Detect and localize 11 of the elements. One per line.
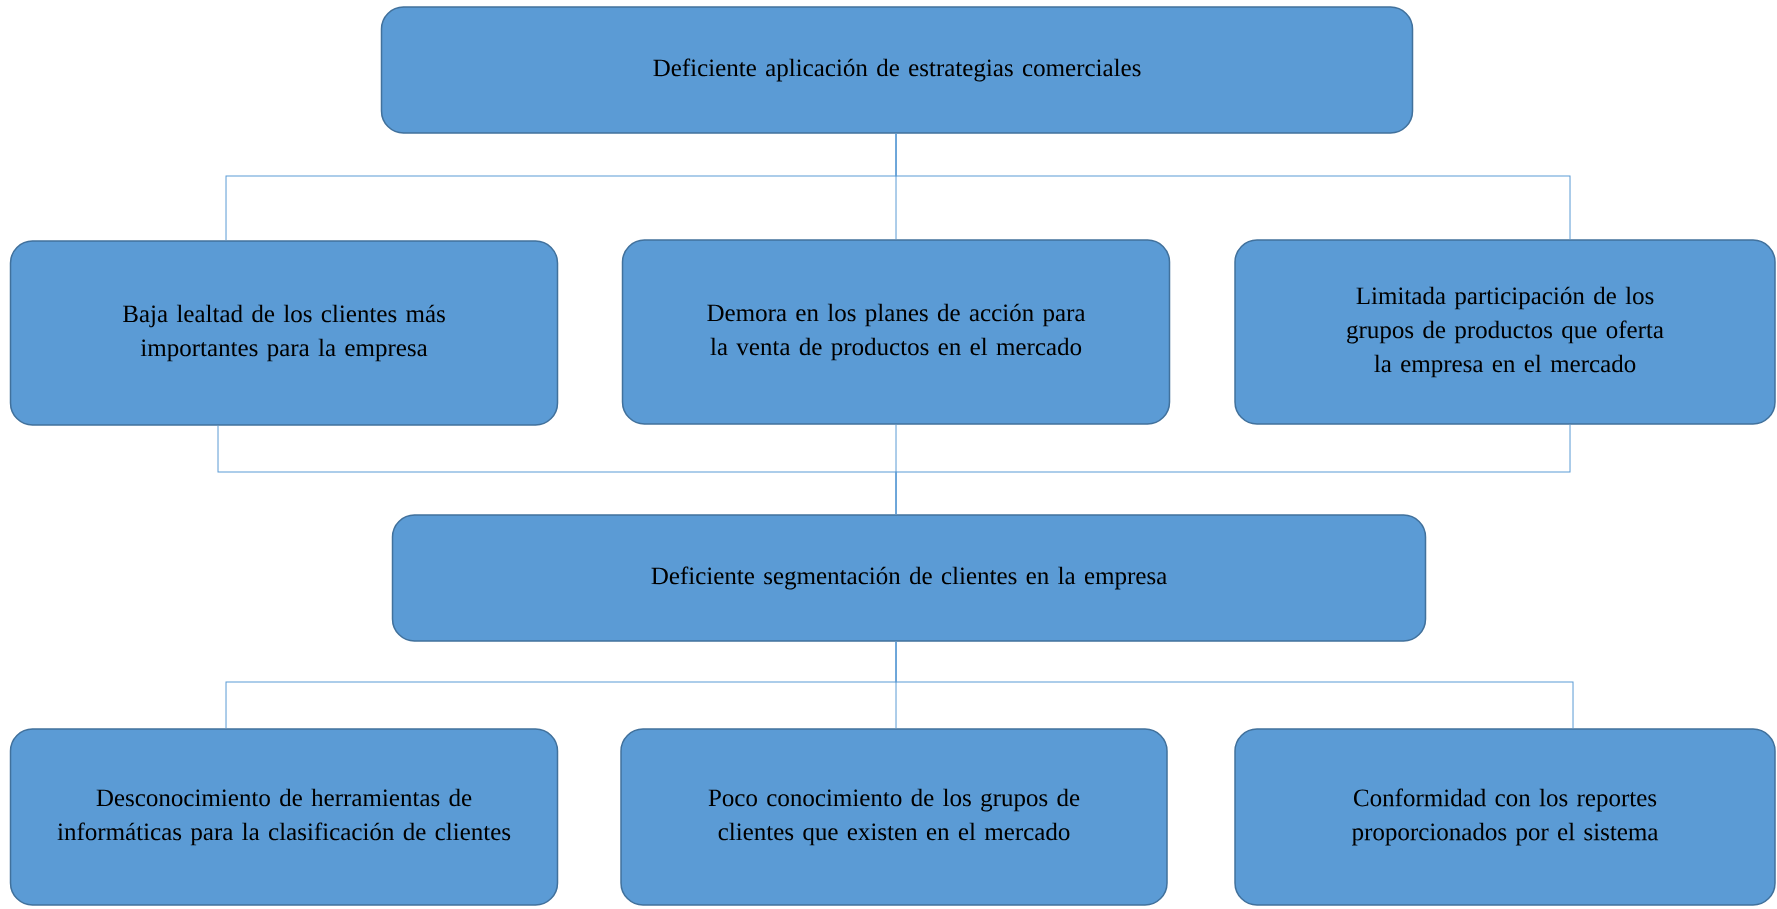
problem-box: Deficiente aplicación de estrategias comerciales [380, 6, 1414, 134]
problem-box: Limitada participación de los grupos de productos que oferta la empresa en el mercado [1234, 239, 1776, 425]
problem-box: Conformidad con los reportes proporcionados por el sistema [1234, 728, 1776, 906]
connector-line [895, 641, 1574, 729]
problem-box: Baja lealtad de los clientes más importantes para la empresa [9, 240, 559, 426]
connector-line [895, 133, 1571, 240]
connector-line [895, 424, 1571, 515]
problem-box: Deficiente segmentación de clientes en la empresa [391, 514, 1427, 642]
problem-box: Demora en los planes de acción para la venta de productos en el mercado [621, 239, 1171, 425]
problem-box: Poco conocimiento de los grupos de clientes que existen en el mercado [620, 728, 1168, 906]
problem-box: Desconocimiento de herramientas de informáticas para la clasificación de clientes [9, 728, 559, 906]
